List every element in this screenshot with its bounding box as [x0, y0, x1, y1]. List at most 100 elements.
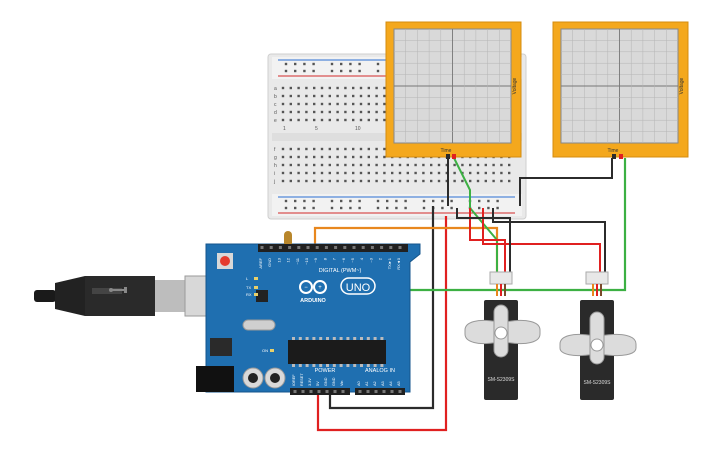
servo-2-model: SM-S2309S: [584, 380, 612, 386]
row-label-h: h: [274, 163, 277, 169]
wire-black-servo-1: [456, 208, 511, 272]
servo-1[interactable]: SM-S2309S: [464, 271, 541, 400]
power-pin-label: GND: [332, 377, 336, 386]
power-pin-label: 3.3V: [308, 378, 312, 386]
scope-2-probe-gnd: [612, 154, 616, 159]
scope-1-x-label: Time: [441, 148, 452, 154]
usb-cable[interactable]: [34, 275, 234, 317]
capacitor: [284, 231, 292, 247]
servo-2[interactable]: SM-S2309S: [559, 271, 637, 400]
scope-2-probe-signal: [619, 154, 623, 159]
svg-text:−: −: [304, 285, 308, 291]
digital-pin-label: ~6: [341, 257, 346, 262]
row-label-g: g: [274, 155, 277, 161]
row-label-c: c: [274, 102, 277, 108]
analog-pin-label: A1: [365, 381, 369, 386]
row-label-a: a: [274, 86, 277, 92]
digital-pin-labels: AREF GND 13 12 ~11 ~10 ~9 8 7 ~6 ~5 4 ~3 2 TX►1 RX◄0: [258, 246, 402, 270]
analog-pin-label: A0: [357, 381, 361, 386]
analog-label: ANALOG IN: [365, 368, 395, 374]
analog-pin-labels: A0 A1 A2 A3 A4 A5: [357, 381, 402, 393]
digital-pin-label: ~10: [304, 257, 309, 265]
power-jack: [196, 366, 234, 392]
power-pin-label: RESET: [300, 373, 304, 386]
usb-chip: [256, 290, 268, 302]
digital-pin-label: 13: [276, 257, 281, 262]
power-label: POWER: [315, 368, 336, 374]
arduino-logo-text: ARDUINO: [300, 298, 326, 304]
uno-badge: [340, 277, 376, 295]
led-label: ON: [262, 348, 268, 353]
servo-1-model: SM-S2309S: [488, 377, 516, 383]
atmega-chip: [288, 340, 386, 364]
digital-pin-label: 7: [332, 257, 337, 260]
row-label-d: d: [274, 110, 277, 116]
digital-pin-label: 12: [286, 257, 291, 262]
servo-1-connector: [489, 271, 513, 285]
scope-1-probe-signal: [452, 154, 456, 159]
col-label-10: 10: [355, 126, 361, 132]
wire-red-servo-1: [469, 208, 506, 272]
row-label-j: j: [273, 179, 275, 185]
digital-header: [258, 244, 408, 252]
breadboard-row-labels: a b c d e f g h i j: [273, 86, 277, 185]
servo-2-connector: [585, 271, 609, 285]
digital-pin-label: 2: [378, 257, 383, 260]
digital-pin-label: TX►1: [387, 257, 392, 269]
scope-2-y-label: Voltage: [679, 77, 685, 94]
oscilloscope-1[interactable]: Time Voltage: [385, 21, 522, 159]
uno-label: UNO: [346, 282, 371, 294]
wire-red-5v: [316, 216, 448, 432]
wire-red-servo-2: [482, 208, 601, 272]
digital-label: DIGITAL (PWM~): [319, 268, 362, 274]
digital-pin-label: 4: [359, 257, 364, 260]
arduino-logo: − + ARDUINO: [299, 280, 327, 304]
analog-pin-label: A3: [381, 381, 385, 386]
scope-1-y-label: Voltage: [512, 77, 518, 94]
scope-1-grid: [394, 29, 511, 143]
power-pin-labels: IOREF RESET 3.3V 5V GND GND Vin: [292, 373, 345, 393]
power-pin-label: GND: [324, 377, 328, 386]
reset-button-cap: [220, 256, 230, 266]
digital-pin-label: ~3: [368, 257, 373, 262]
servo-2-horn: [589, 311, 605, 365]
digital-pin-label: ~5: [350, 257, 355, 262]
row-label-b: b: [274, 94, 277, 100]
led-labels: L TX RX ON: [246, 276, 274, 353]
col-label-5: 5: [315, 126, 318, 132]
row-label-f: f: [274, 147, 276, 153]
led-label: L: [246, 276, 249, 281]
row-label-e: e: [274, 118, 277, 124]
chip-pins: [292, 337, 384, 367]
analog-pin-label: A4: [389, 381, 393, 386]
wire-black-scope-2: [519, 158, 613, 206]
usb-icon: [109, 287, 127, 293]
power-pin-label: IOREF: [292, 374, 296, 386]
analog-pin-label: A5: [397, 381, 401, 386]
crystal: [242, 319, 276, 331]
digital-pin-label: AREF: [258, 257, 263, 268]
row-label-i: i: [274, 171, 275, 177]
col-label-1: 1: [283, 126, 286, 132]
arduino-uno[interactable]: AREF GND 13 12 ~11 ~10 ~9 8 7 ~6 ~5 4 ~3 2 TX►1 RX◄0 DI…: [196, 231, 421, 395]
led-label: RX: [246, 292, 252, 297]
digital-pin-label: ~9: [313, 257, 318, 262]
wire-black-servo-2: [492, 208, 606, 272]
digital-pin-label: GND: [267, 258, 272, 267]
digital-pin-label: 8: [322, 257, 327, 260]
power-pin-label: Vin: [340, 381, 344, 386]
digital-pin-label: RX◄0: [396, 257, 401, 270]
svg-text:+: +: [318, 285, 322, 291]
oscilloscope-2[interactable]: Time Voltage: [552, 21, 689, 159]
voltage-regulator: [210, 338, 232, 356]
wire-black-gnd: [328, 206, 435, 410]
scope-1-probe-gnd: [446, 154, 450, 159]
analog-pin-label: A2: [373, 381, 377, 386]
scope-2-grid: [561, 29, 678, 143]
analog-header: [355, 388, 405, 395]
digital-pin-label: ~11: [295, 257, 300, 264]
scope-2-x-label: Time: [608, 148, 619, 154]
power-pin-label: 5V: [316, 381, 320, 386]
led-label: TX: [246, 285, 251, 290]
